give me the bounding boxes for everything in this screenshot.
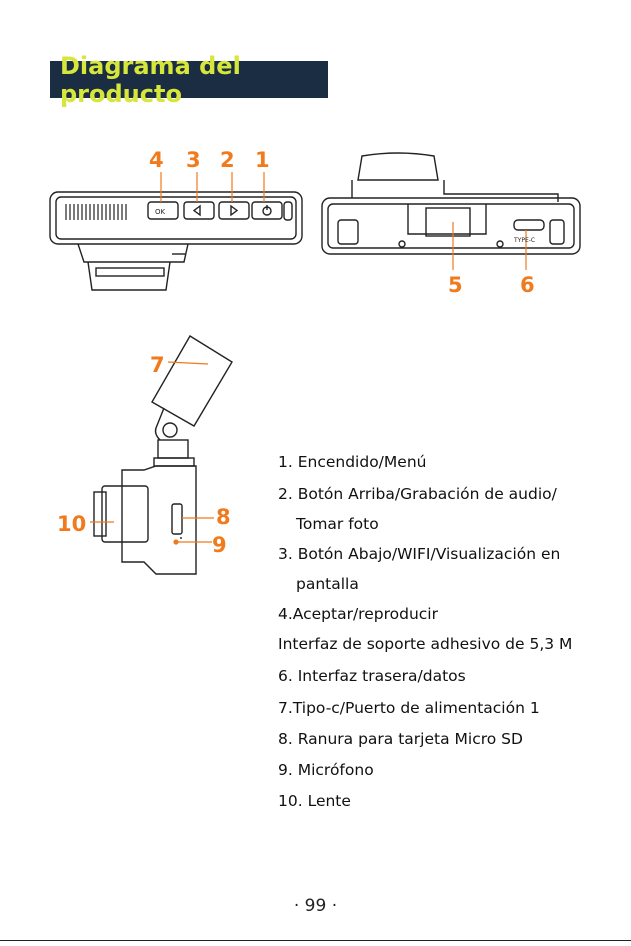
callout-1: 1: [255, 148, 270, 172]
callout-9: 9: [212, 533, 227, 557]
type-c-port-label: TYPE-C: [513, 237, 535, 244]
ok-button-label: OK: [155, 208, 166, 216]
feature-item: 7.Tipo-c/Puerto de alimentación 1: [278, 699, 540, 717]
section-title: Diagrama del producto: [50, 52, 328, 108]
feature-item: 6. Interfaz trasera/datos: [278, 667, 466, 685]
callout-6: 6: [520, 273, 535, 297]
page-number: · 99 ·: [293, 896, 338, 916]
feature-item: 2. Botón Arriba/Grabación de audio/: [278, 485, 557, 503]
feature-item: 9. Micrófono: [278, 761, 374, 779]
feature-item-continuation: pantalla: [296, 575, 359, 593]
callout-7: 7: [150, 353, 165, 377]
callout-10: 10: [57, 512, 87, 536]
callout-8: 8: [216, 505, 231, 529]
callout-2: 2: [220, 148, 235, 172]
feature-item-continuation: Tomar foto: [296, 515, 379, 533]
feature-item: 1. Encendido/Menú: [278, 453, 427, 471]
rear-view-diagram: TYPE-C: [321, 152, 581, 270]
feature-item: 8. Ranura para tarjeta Micro SD: [278, 730, 523, 748]
side-view-diagram: [90, 335, 233, 575]
feature-item: 3. Botón Abajo/WIFI/Visualización en: [278, 545, 561, 563]
feature-item: 4.Aceptar/reproducir: [278, 605, 438, 623]
feature-item: 10. Lente: [278, 792, 351, 810]
callout-3: 3: [186, 148, 201, 172]
callout-4: 4: [149, 148, 164, 172]
callout-5: 5: [448, 273, 463, 297]
feature-item: Interfaz de soporte adhesivo de 5,3 M: [278, 635, 573, 653]
top-view-diagram: OK: [49, 172, 303, 291]
bottom-divider: [0, 940, 631, 941]
